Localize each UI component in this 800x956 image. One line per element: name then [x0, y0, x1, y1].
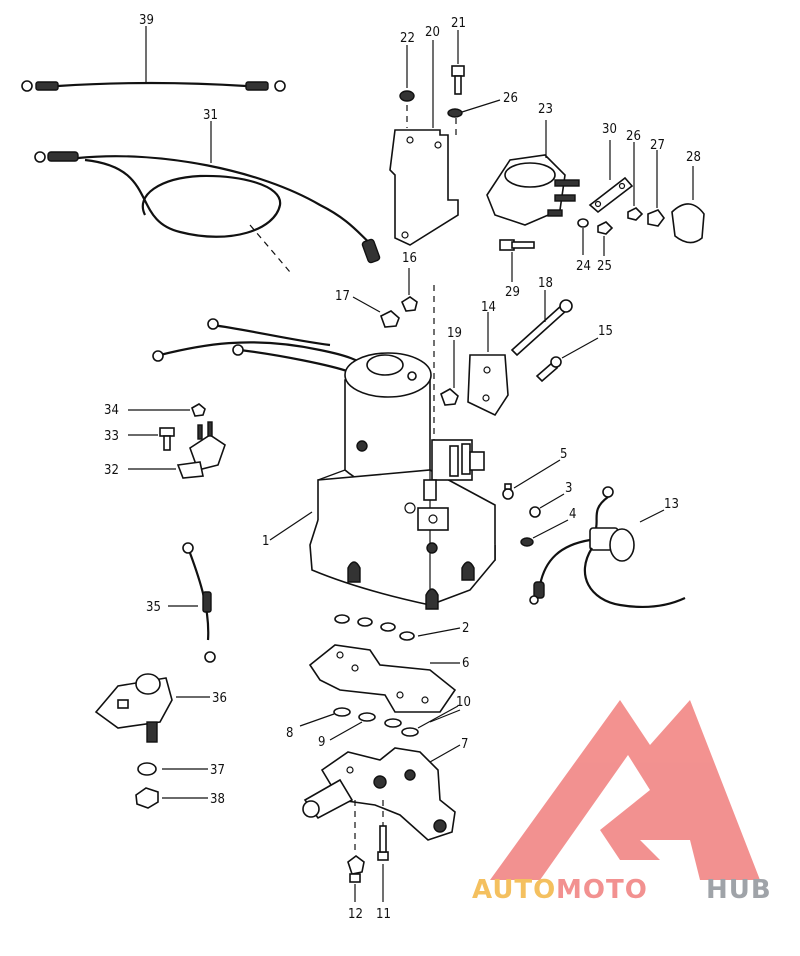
part-25-nut [597, 221, 614, 256]
part-35-jumper-wire [168, 542, 216, 663]
part-11-screw [377, 800, 389, 902]
callout-26b: 26 [626, 129, 641, 144]
callout-labels: 39 22 20 21 26 23 30 26 27 28 31 16 24 2… [104, 13, 701, 922]
callout-36: 36 [212, 691, 227, 706]
callout-6: 6 [462, 656, 469, 671]
part-38-nut [135, 787, 208, 809]
callout-25: 25 [597, 259, 612, 274]
part-16-nut [400, 268, 435, 440]
part-5-screw [502, 459, 561, 500]
part-37-lockwasher [137, 762, 208, 776]
callout-1: 1 [262, 534, 269, 549]
callout-35: 35 [146, 600, 161, 615]
part-39-ground-cable [21, 26, 286, 92]
part-15-bolt [535, 337, 599, 383]
part-28-boot [671, 166, 705, 244]
callout-16: 16 [402, 251, 417, 266]
callout-31: 31 [203, 108, 218, 123]
part-3-screw [529, 493, 565, 518]
callout-21: 21 [451, 16, 466, 31]
callout-22: 22 [400, 31, 415, 46]
callout-9: 9 [318, 735, 325, 750]
part-2-o-rings [334, 614, 461, 641]
part-18-long-bolt [510, 290, 573, 357]
part-33-screw [128, 427, 175, 451]
watermark-text-moto: MOTO [556, 875, 648, 905]
callout-13: 13 [664, 497, 679, 512]
callout-38: 38 [210, 792, 225, 807]
callout-27: 27 [650, 138, 665, 153]
part-32-relay [128, 421, 226, 479]
part-31-cable [34, 121, 381, 273]
callout-33: 33 [104, 429, 119, 444]
part-14-bracket [467, 312, 509, 417]
part-17-nut [352, 296, 400, 328]
callout-30: 30 [602, 122, 617, 137]
part-1-pump-motor [152, 318, 496, 610]
callout-17: 17 [335, 289, 350, 304]
callout-10: 10 [456, 695, 471, 710]
callout-24: 24 [576, 259, 591, 274]
part-8-9-10-o-rings [299, 705, 461, 741]
watermark-triangle-icon [490, 700, 760, 880]
part-26-nut [627, 142, 644, 221]
callout-3: 3 [565, 481, 572, 496]
watermark-logo: AUTO MOTO HUB [472, 700, 772, 905]
part-21-bolt [447, 30, 501, 140]
part-23-solenoid [486, 120, 580, 226]
callout-8: 8 [286, 726, 293, 741]
part-19-nut [440, 340, 459, 406]
callout-11: 11 [376, 907, 391, 922]
part-12-plug [347, 800, 365, 902]
part-4-washer [520, 519, 569, 547]
callout-2: 2 [462, 621, 469, 636]
callout-19: 19 [447, 326, 462, 341]
part-24-washer [577, 218, 589, 255]
part-29-bolt [499, 239, 535, 282]
callout-37: 37 [210, 763, 225, 778]
callout-4: 4 [569, 507, 576, 522]
part-36-circuit-breaker [94, 673, 210, 743]
callout-29: 29 [505, 285, 520, 300]
callout-18: 18 [538, 276, 553, 291]
part-34-nut [128, 403, 206, 417]
part-27-nut [647, 150, 665, 227]
callout-34: 34 [104, 403, 119, 418]
part-13-switch [529, 486, 686, 609]
callout-14: 14 [481, 300, 496, 315]
callout-5: 5 [560, 447, 567, 462]
watermark-text-auto: AUTO [472, 875, 556, 905]
part-6-gasket-plate [308, 644, 460, 713]
callout-15: 15 [598, 324, 613, 339]
part-20-bracket [389, 40, 459, 246]
callout-26a: 26 [503, 91, 518, 106]
watermark-text-hub: HUB [706, 875, 772, 905]
callout-23: 23 [538, 102, 553, 117]
callout-39: 39 [139, 13, 154, 28]
callout-20: 20 [425, 25, 440, 40]
callout-32: 32 [104, 463, 119, 478]
part-30-link [588, 140, 634, 214]
callout-12: 12 [348, 907, 363, 922]
part-7-valve-body [302, 744, 461, 841]
callout-28: 28 [686, 150, 701, 165]
callout-7: 7 [461, 737, 468, 752]
